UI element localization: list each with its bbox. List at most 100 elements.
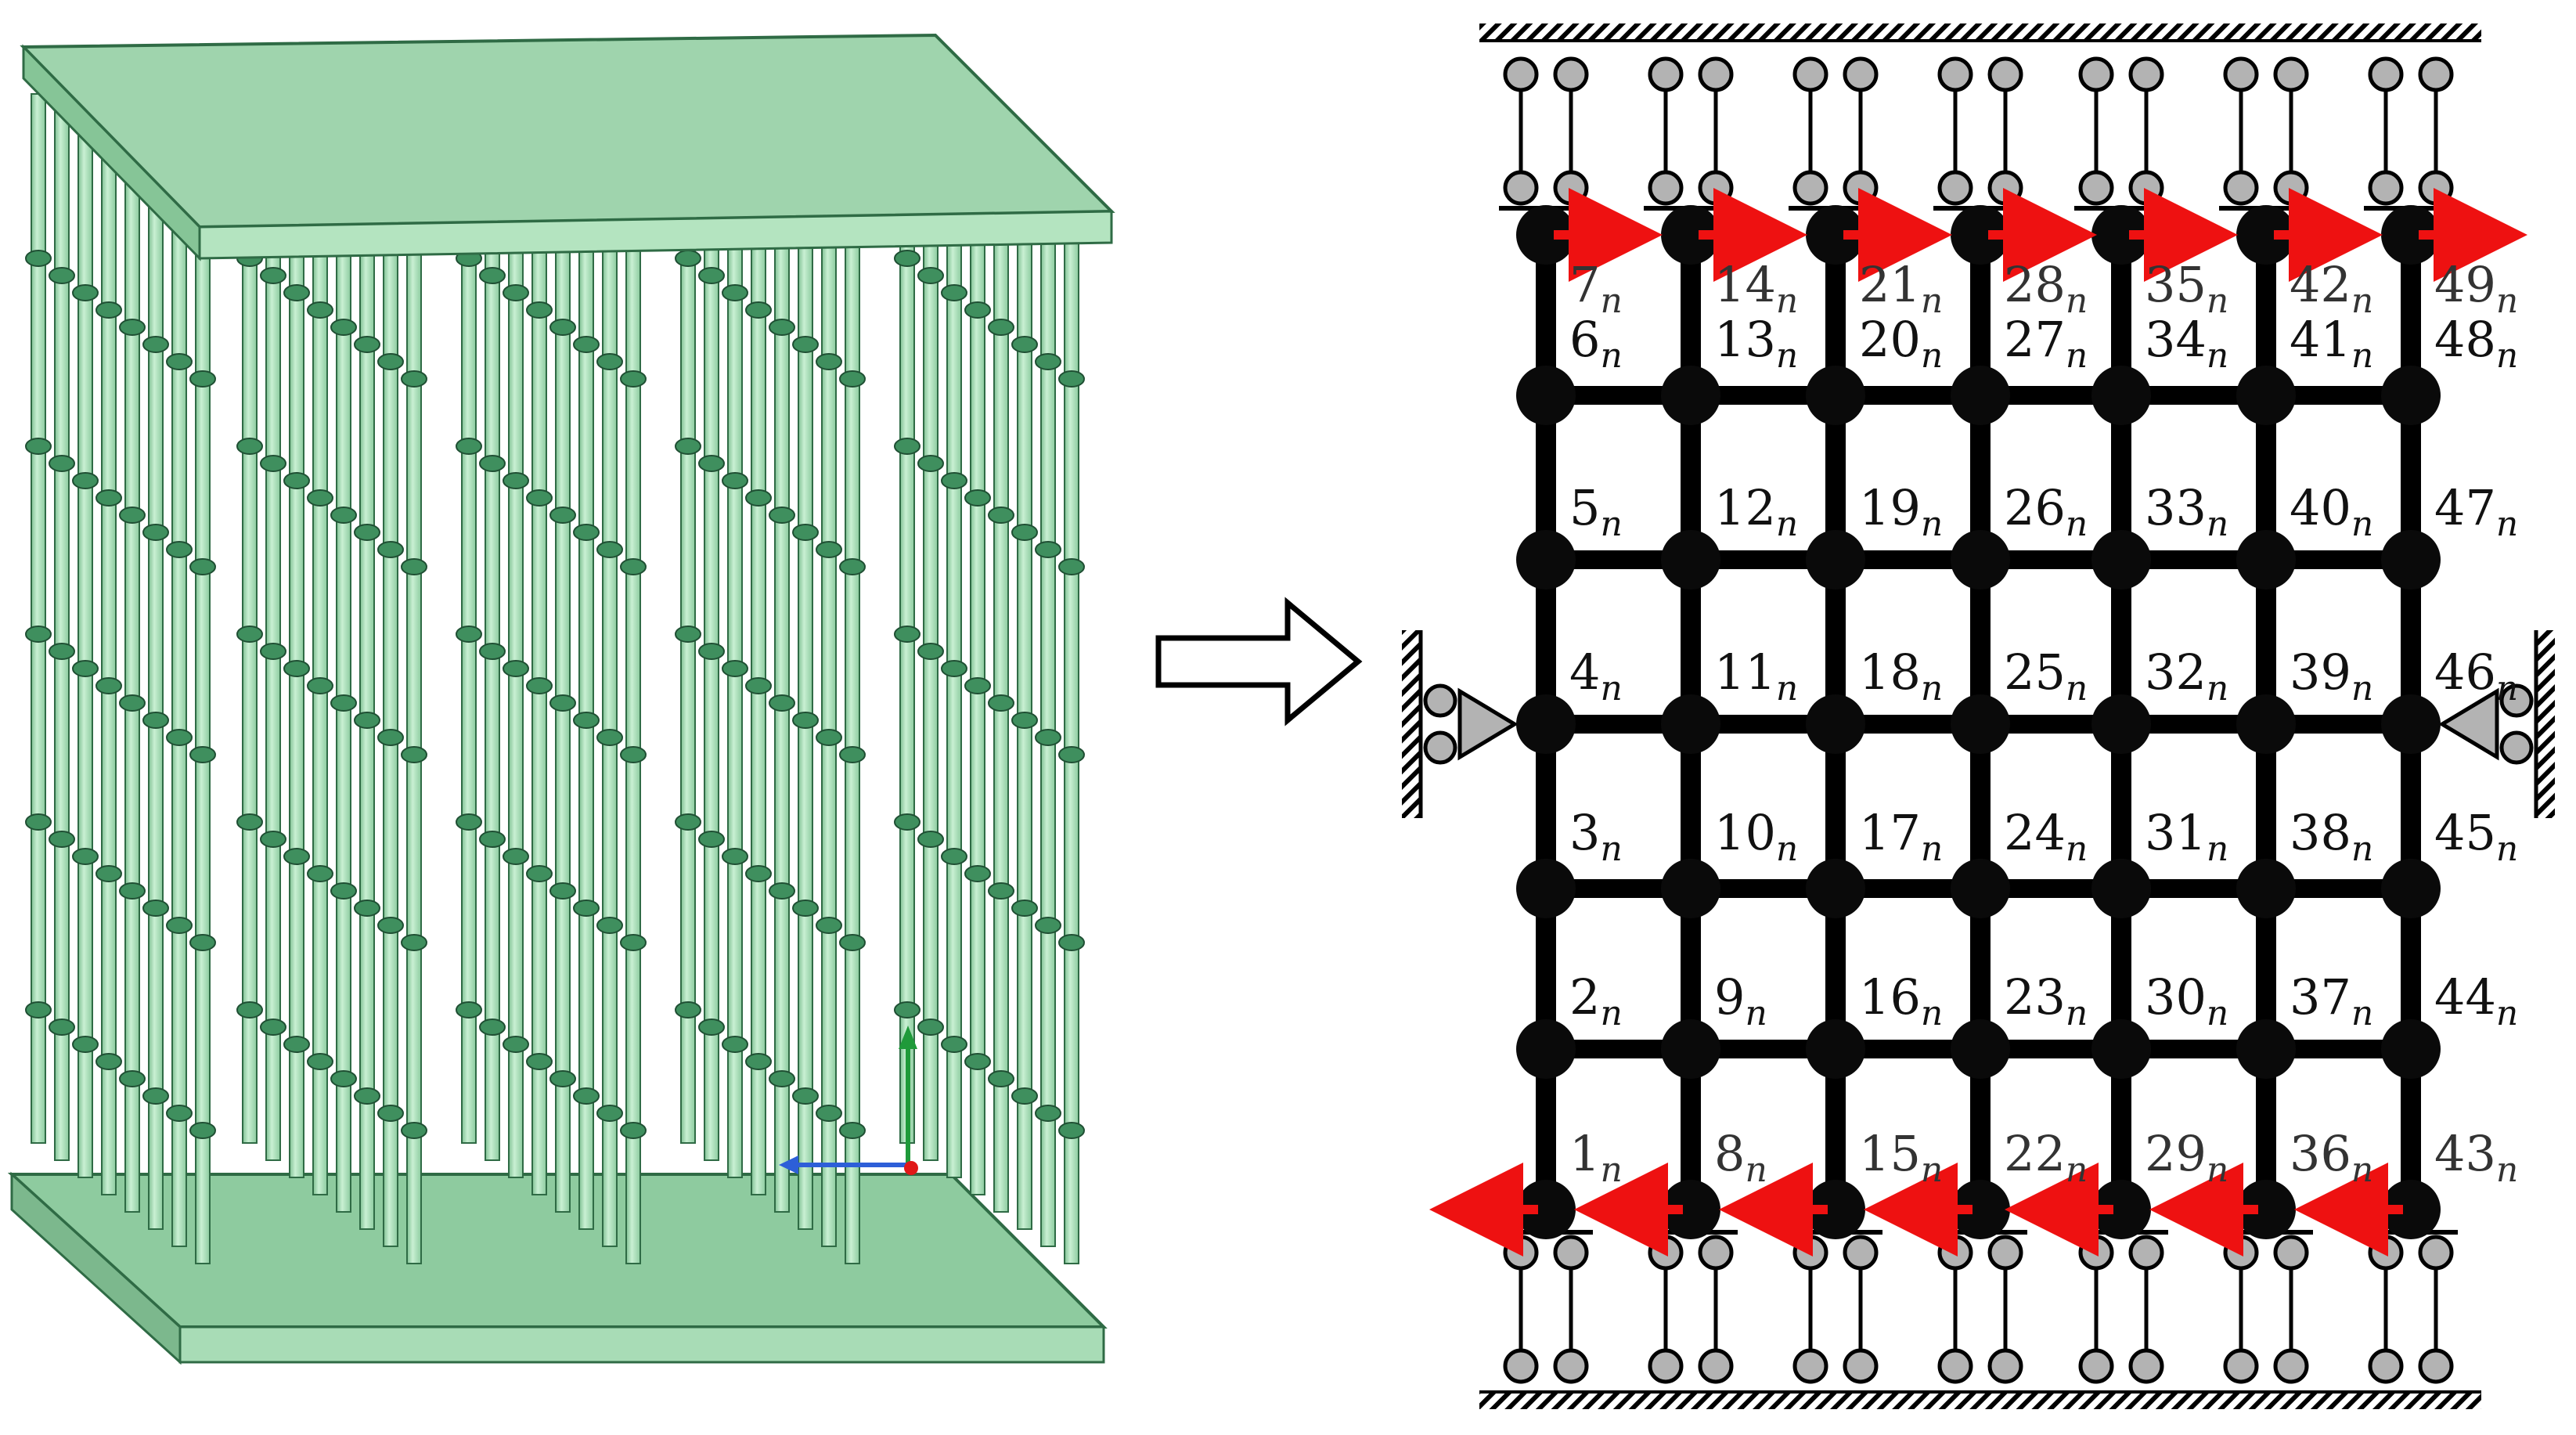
joint-connector	[549, 507, 576, 524]
bottom-plate-side	[178, 1325, 1105, 1364]
joint-connector	[1058, 558, 1085, 575]
joint-connector	[1011, 900, 1038, 917]
joint-connector	[816, 729, 842, 746]
joint-connector	[941, 284, 967, 301]
joint-connector	[401, 370, 427, 388]
joint-connector	[307, 489, 333, 507]
joint-connector	[698, 267, 725, 284]
node-label-30: 30n	[2145, 968, 2228, 1033]
joint-connector	[142, 712, 169, 729]
joint-connector	[675, 626, 701, 643]
joint-connector	[166, 1105, 193, 1122]
joint-connector	[377, 1105, 404, 1122]
joint-connector	[941, 1036, 967, 1053]
joint-connector	[698, 643, 725, 660]
roller-icon	[2078, 170, 2114, 206]
node-label-41: 41n	[2290, 311, 2373, 376]
node-point	[1661, 205, 1720, 265]
joint-connector	[166, 353, 193, 370]
joint-connector	[283, 660, 310, 677]
node-label-3: 3n	[1569, 804, 1623, 869]
roller-icon	[2223, 170, 2259, 206]
joint-connector	[816, 541, 842, 558]
joint-connector	[894, 250, 921, 267]
joint-connector	[166, 917, 193, 934]
joint-connector	[1011, 524, 1038, 541]
node-label-38: 38n	[2290, 804, 2373, 869]
joint-connector	[49, 831, 75, 848]
joint-connector	[354, 1087, 380, 1105]
joint-connector	[142, 524, 169, 541]
node-label-28: 28n	[2004, 256, 2088, 321]
joint-connector	[745, 865, 772, 882]
top-plate	[20, 33, 1115, 229]
joint-connector	[479, 455, 506, 472]
joint-connector	[620, 1122, 647, 1139]
joint-connector	[503, 660, 529, 677]
roller-icon	[1553, 170, 1589, 206]
joint-connector	[549, 319, 576, 336]
node-point	[1951, 530, 2010, 590]
node-label-45: 45n	[2434, 804, 2518, 869]
node-label-43: 43n	[2434, 1125, 2518, 1190]
node-label-15: 15n	[1859, 1125, 1943, 1190]
joint-connector	[236, 626, 263, 643]
joint-connector	[894, 438, 921, 455]
node-label-44: 44n	[2434, 968, 2518, 1033]
joint-connector	[330, 507, 357, 524]
roller-icon	[1553, 1348, 1589, 1384]
joint-connector	[401, 1122, 427, 1139]
transform-arrow-icon	[1155, 597, 1363, 727]
roller-icon	[1987, 1348, 2023, 1384]
joint-connector	[260, 455, 286, 472]
joint-connector	[816, 353, 842, 370]
joint-connector	[119, 1070, 146, 1087]
joint-connector	[792, 712, 819, 729]
joint-connector	[573, 900, 600, 917]
bottom-ground-hatch	[1479, 1392, 2481, 1409]
joint-connector	[792, 336, 819, 353]
roller-icon	[1503, 56, 1539, 92]
joint-connector	[675, 813, 701, 831]
roller-icon	[2418, 170, 2454, 206]
joint-connector	[330, 694, 357, 712]
node-point	[2236, 859, 2296, 918]
joint-connector	[456, 626, 482, 643]
joint-connector	[964, 865, 991, 882]
node-label-4: 4n	[1569, 644, 1623, 708]
pin-support-icon	[2438, 687, 2499, 761]
joint-connector	[1058, 1122, 1085, 1139]
node-point	[1516, 366, 1576, 425]
node-point	[1806, 366, 1865, 425]
roller-icon	[1792, 56, 1828, 92]
roller-icon	[1792, 1348, 1828, 1384]
joint-connector	[941, 660, 967, 677]
roller-icon	[1987, 56, 2023, 92]
joint-connector	[620, 558, 647, 575]
top-plate-side	[198, 210, 1113, 260]
joint-connector	[917, 643, 944, 660]
joint-connector	[260, 267, 286, 284]
node-label-9: 9n	[1714, 968, 1767, 1033]
node-label-23: 23n	[2004, 968, 2088, 1033]
node-point	[1516, 205, 1576, 265]
joint-connector	[769, 694, 795, 712]
node-point	[1951, 1180, 2010, 1239]
roller-icon	[1792, 1235, 1828, 1271]
roller-icon	[2418, 1348, 2454, 1384]
joint-connector	[839, 746, 866, 763]
node-point	[1661, 859, 1720, 918]
joint-connector	[95, 865, 122, 882]
node-point	[2091, 366, 2151, 425]
joint-connector	[25, 1001, 52, 1019]
joint-connector	[260, 831, 286, 848]
joint-connector	[675, 438, 701, 455]
joint-connector	[377, 729, 404, 746]
joint-connector	[894, 1001, 921, 1019]
joint-connector	[479, 831, 506, 848]
node-label-34: 34n	[2145, 311, 2228, 376]
node-label-21: 21n	[1859, 256, 1943, 321]
joint-connector	[792, 524, 819, 541]
joint-connector	[769, 882, 795, 900]
joint-connector	[917, 267, 944, 284]
